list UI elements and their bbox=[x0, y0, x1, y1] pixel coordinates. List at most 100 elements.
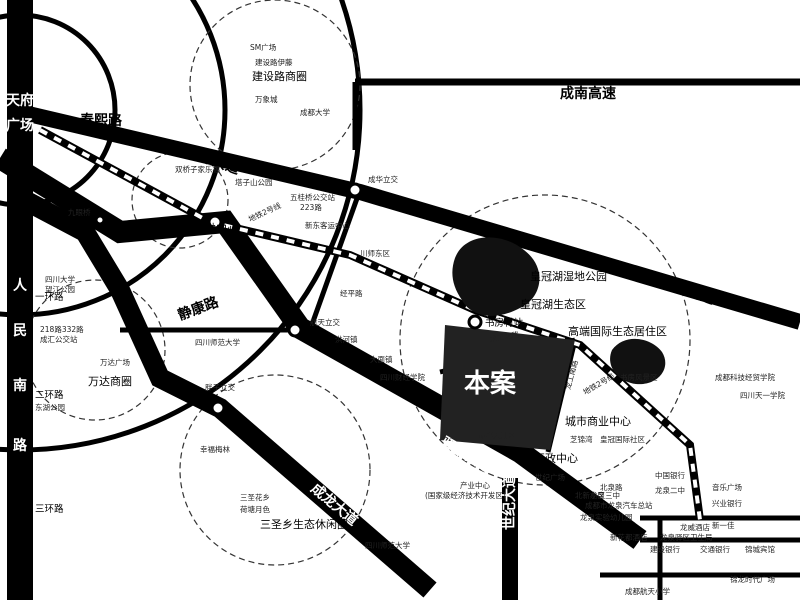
poi-xinhua[interactable]: 新花都酒店 bbox=[610, 532, 648, 542]
poi-jiaotong[interactable]: 交通银行 bbox=[700, 544, 730, 554]
poi-stop218[interactable]: 218路332路 bbox=[40, 324, 84, 334]
label-ring2: 二环路 bbox=[35, 389, 64, 401]
poi-sichuan-normal[interactable]: 四川师范大学 bbox=[195, 337, 240, 347]
poi-jianshe-yishang[interactable]: 建设路伊藤 bbox=[255, 57, 293, 67]
poi-tianyi[interactable]: 四川天一学院 bbox=[740, 390, 785, 400]
label-chengyu: 成渝高速 bbox=[659, 273, 717, 308]
label-beiquan: 北泉路 bbox=[600, 482, 623, 492]
poi-yinyue[interactable]: 音乐广场 bbox=[712, 482, 742, 492]
poi-zhongguo-bank[interactable]: 中国银行 bbox=[655, 470, 685, 480]
circle-sansheng bbox=[179, 374, 371, 566]
label-ring1: 一环路 bbox=[35, 291, 64, 303]
poi-dongshi[interactable]: 东湖公园 bbox=[35, 402, 65, 412]
jianshe-commerce[interactable]: 建设路商圈 bbox=[252, 69, 307, 83]
pois: SM广场 建设路伊藤 万象城 成都大学 塔子山公园 五桂桥公交站 223路 新东… bbox=[35, 42, 785, 596]
label-chengnan: 成南高速 bbox=[560, 85, 616, 102]
poi-jiulongqiao[interactable]: 九眼桥 bbox=[68, 207, 91, 217]
poi-wuguiqiao[interactable]: 五桂桥公交站 bbox=[290, 192, 335, 202]
road-labels: 天府 广场 人 民 南 路 春熙路 蜀都大道 成南高速 成渝高速 东大街沿线 静… bbox=[6, 85, 717, 530]
poi-tazishan[interactable]: 塔子山公园 bbox=[235, 177, 273, 187]
label-metro-2b: 地铁2号线 bbox=[581, 370, 617, 396]
poi-sichuan-normal2[interactable]: 四川师范大学 bbox=[365, 540, 410, 550]
poi-shufang-fengjing[interactable]: 书房风景区 bbox=[620, 372, 658, 382]
label-ring3: 三环路 bbox=[35, 503, 64, 515]
label-jingkang: 静康路 bbox=[176, 293, 222, 324]
poi-chenghua-bus[interactable]: 成汇公交站 bbox=[40, 334, 78, 344]
shufang-station-node[interactable] bbox=[467, 314, 483, 330]
poi-zhengjing[interactable]: 芝锦湾 bbox=[570, 434, 593, 444]
label-renmin: 人 bbox=[13, 277, 28, 294]
poi-jinlong[interactable]: 锦龙时代广场 bbox=[730, 574, 775, 584]
poi-xingye[interactable]: 兴业银行 bbox=[712, 498, 742, 508]
poi-shiyan[interactable]: 龙泉实验幼儿园 bbox=[580, 512, 633, 522]
poi-wangjiang[interactable]: 望江公园 bbox=[45, 284, 75, 294]
poi-jianshe-bank[interactable]: 建设银行 bbox=[650, 544, 680, 554]
poi-xinyijia[interactable]: 新一佳 bbox=[712, 520, 735, 530]
poi-pangzi[interactable]: 胖子立交 bbox=[205, 382, 235, 392]
poi-shilong[interactable]: 成都市龙泉汽车总站 bbox=[585, 500, 653, 510]
city-commercial[interactable]: 城市商业中心 bbox=[565, 414, 631, 428]
road-chenglong bbox=[10, 186, 437, 598]
sanshengxiang[interactable]: 三圣乡生态休闲圈 bbox=[260, 517, 348, 531]
poi-chanye[interactable]: 产业中心 bbox=[460, 480, 490, 490]
poi-longquan-weisheng[interactable]: 龙泉驿区卫生局 bbox=[660, 532, 713, 542]
poi-chenghua[interactable]: 成华立交 bbox=[368, 174, 398, 184]
poi-chengdu-univ[interactable]: 成都大学 bbox=[300, 107, 330, 117]
poi-sichuan-jingguan[interactable]: 四川财经学院 bbox=[380, 372, 425, 382]
west-finance[interactable]: 西部国际金融中心 bbox=[150, 221, 238, 235]
poi-wanxiangcheng[interactable]: 万象城 bbox=[255, 94, 278, 104]
huangguan-lake bbox=[452, 237, 540, 316]
poi-sm[interactable]: SM广场 bbox=[250, 42, 277, 52]
poi-wanda-plaza[interactable]: 万达广场 bbox=[100, 357, 130, 367]
label-tianfu-2: 广场 bbox=[6, 117, 34, 134]
poi-xindong[interactable]: 新东客运中心 bbox=[305, 220, 350, 230]
poi-beixin[interactable]: 北新小区 bbox=[575, 490, 605, 500]
junction-nodes bbox=[94, 182, 483, 416]
poi-longwei[interactable]: 龙威酒店 bbox=[680, 522, 710, 532]
circle-project bbox=[399, 194, 691, 486]
svg-text:南: 南 bbox=[13, 377, 27, 394]
poi-hetang[interactable]: 荷塘月色 bbox=[240, 504, 270, 514]
east-lake bbox=[610, 338, 666, 385]
circle-wanda bbox=[24, 279, 166, 421]
label-shiji: 世纪大道 bbox=[501, 474, 518, 530]
poi-chengdu-tech[interactable]: 成都科技经贸学院 bbox=[715, 372, 775, 382]
xingzheng[interactable]: 行政中心 bbox=[534, 451, 578, 465]
poi-sanshenghua[interactable]: 三圣花乡 bbox=[240, 492, 270, 502]
gaoduan[interactable]: 高端国际生态居住区 bbox=[568, 324, 667, 338]
poi-hangtian-primary[interactable]: 成都航天小学 bbox=[625, 586, 670, 596]
project-label: 本案 bbox=[464, 368, 517, 399]
poi-jincheng[interactable]: 锦城宾馆 bbox=[745, 544, 775, 554]
label-tianfu-1: 天府 bbox=[6, 92, 34, 109]
poi-shiji-square[interactable]: 世纪广场 bbox=[535, 472, 565, 482]
highlights: 西部国际金融中心 皇冠湖湿地公园 皇冠湖生态区 高端国际生态居住区 城市商业中心… bbox=[88, 69, 667, 531]
poi-xingfu[interactable]: 幸福梅林 bbox=[200, 444, 230, 454]
poi-datong[interactable]: 大面镇 bbox=[370, 354, 393, 364]
label-chunxi: 春熙路 bbox=[79, 112, 123, 129]
poi-hangtian[interactable]: 航天立交 bbox=[310, 317, 340, 327]
shufang-station[interactable]: 书房村站 bbox=[485, 317, 524, 329]
svg-text:路: 路 bbox=[13, 437, 28, 454]
poi-chuanshi[interactable]: 川师东区 bbox=[360, 248, 390, 258]
road-chuanshi bbox=[307, 189, 363, 331]
wanda[interactable]: 万达商圈 bbox=[88, 374, 132, 388]
svg-text:民: 民 bbox=[13, 323, 27, 339]
poi-jingping[interactable]: 经平路 bbox=[340, 288, 363, 298]
poi-shuangqiaozi[interactable]: 双桥子家乐福 bbox=[175, 164, 220, 174]
huangguan-wetland[interactable]: 皇冠湖湿地公园 bbox=[530, 269, 607, 283]
circle-jianshe bbox=[189, 0, 361, 171]
poi-223[interactable]: 223路 bbox=[300, 202, 322, 212]
poi-chanye-sub[interactable]: (国家级经济技术开发区) bbox=[425, 490, 506, 500]
poi-hongsheng[interactable]: 洪河镇 bbox=[335, 334, 358, 344]
project-block[interactable] bbox=[440, 325, 575, 450]
poi-huangdu-lake[interactable]: 蜀都大湖区 bbox=[478, 430, 516, 440]
poi-longquan3[interactable]: 龙泉三中 bbox=[590, 490, 620, 500]
huangguan-eco[interactable]: 皇冠湖生态区 bbox=[520, 297, 586, 311]
poi-huanguan-intl[interactable]: 皇冠国际社区 bbox=[600, 434, 645, 444]
label-metro-2: 地铁2号线 bbox=[247, 200, 283, 224]
poi-longcheng2[interactable]: 龙泉二中 bbox=[655, 485, 685, 495]
poi-sichuan-univ[interactable]: 四川大学 bbox=[45, 274, 75, 284]
